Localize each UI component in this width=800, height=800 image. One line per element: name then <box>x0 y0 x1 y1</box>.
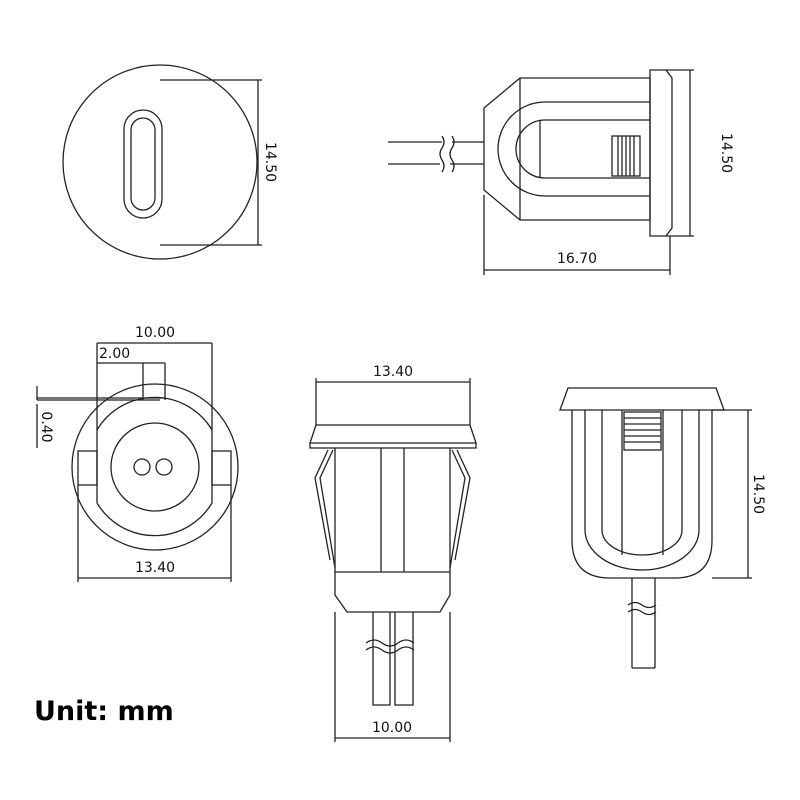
side-length-label: 16.70 <box>557 251 597 267</box>
break-mark <box>439 135 455 173</box>
wires <box>372 612 414 706</box>
side-tab <box>211 450 232 486</box>
side-tab <box>77 450 98 486</box>
front-view: 14.50 <box>62 64 278 260</box>
body-lines <box>519 78 541 220</box>
side-height-label: 14.50 <box>718 133 734 173</box>
rear-outer-circle <box>71 383 239 551</box>
u-contact <box>584 410 700 571</box>
slot-outer <box>123 109 163 219</box>
dimension-line <box>666 69 694 237</box>
knurl <box>623 411 662 451</box>
slot-inner <box>130 117 156 211</box>
latch-spring <box>314 449 471 569</box>
dimension-line <box>77 485 232 582</box>
rear-width-label: 13.40 <box>135 560 175 576</box>
front-face-circle <box>62 64 258 260</box>
rear-offset-label: 0.40 <box>38 411 54 442</box>
pin-hole <box>155 458 173 476</box>
rear-inner-circle <box>110 422 200 512</box>
cable <box>631 578 656 669</box>
rear-pitch-label: 10.00 <box>135 325 175 341</box>
dimension-line <box>160 79 262 246</box>
rear-u-frame <box>96 396 213 537</box>
rear-view: 10.00 2.00 0.40 13.40 <box>36 325 239 582</box>
front-height-label: 14.50 <box>262 142 278 182</box>
flange <box>559 387 725 411</box>
body <box>334 448 451 573</box>
bottom-base-label: 10.00 <box>372 720 412 736</box>
knurl-lines <box>617 136 635 176</box>
body-base <box>334 572 451 613</box>
dimension-line <box>712 409 752 579</box>
body-outline <box>571 410 713 579</box>
side-view: 16.70 14.50 <box>388 69 734 275</box>
u-contact <box>497 101 650 197</box>
cable <box>388 141 484 165</box>
rear-slot-label: 2.00 <box>99 346 130 362</box>
body-outline <box>483 77 651 221</box>
break-mark <box>627 601 657 616</box>
flange <box>649 69 673 237</box>
bottom-side-height-label: 14.50 <box>750 474 766 514</box>
dimension-line <box>37 362 166 401</box>
pin-hole <box>133 458 151 476</box>
break-mark <box>365 639 415 654</box>
flange <box>309 424 477 449</box>
dimension-line <box>315 378 471 425</box>
dimension-line <box>334 612 451 742</box>
dimension-line <box>483 195 671 275</box>
unit-label: Unit: mm <box>34 696 174 727</box>
dimension-line <box>96 342 213 430</box>
bottom-front-view: 13.40 10.00 <box>309 364 477 742</box>
knurl-lines <box>624 417 661 443</box>
bottom-side-view: 14.50 <box>559 387 766 669</box>
bottom-width-label: 13.40 <box>373 364 413 380</box>
